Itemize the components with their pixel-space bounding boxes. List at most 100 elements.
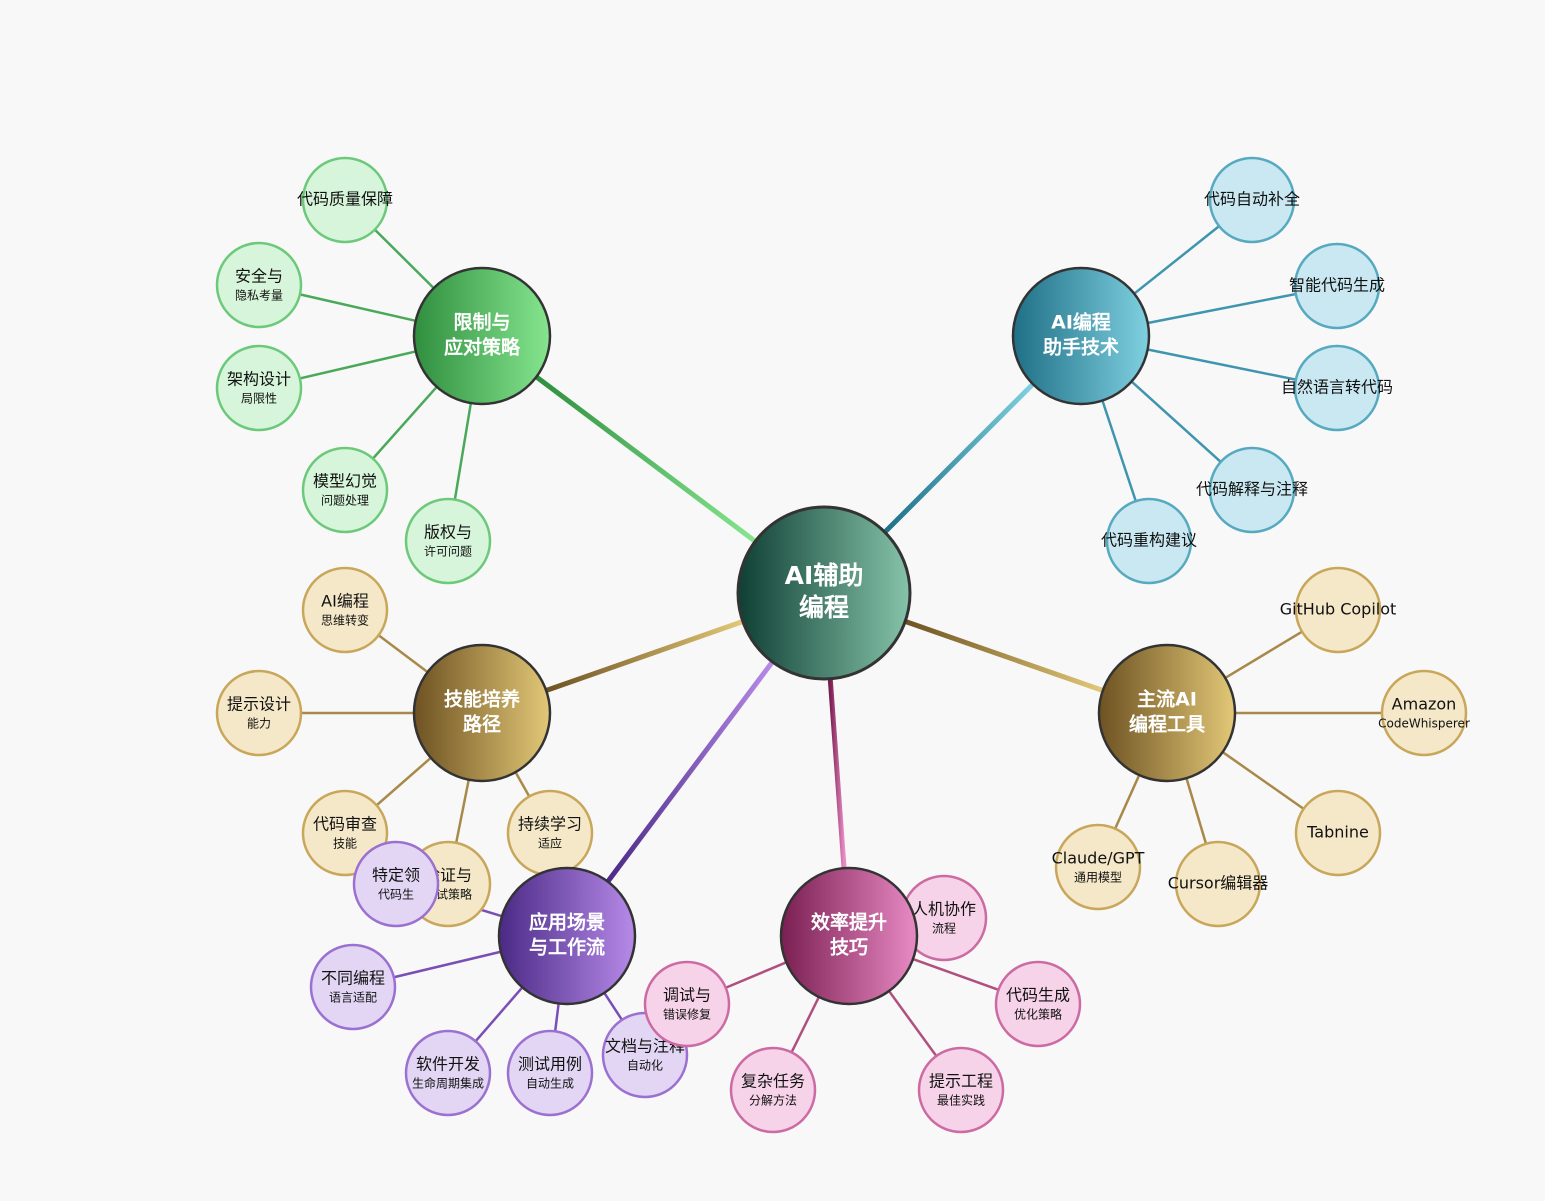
leaf-node-assistant-tech-2[interactable]: 自然语言转代码 bbox=[1281, 344, 1393, 432]
branch-circle bbox=[412, 266, 552, 406]
leaf-title: 代码生成 bbox=[1006, 986, 1070, 1005]
leaf-subtitle: CodeWhisperer bbox=[1378, 717, 1470, 731]
leaf-title: 文档与注释 bbox=[605, 1037, 685, 1056]
link-tools-leaf-2 bbox=[1221, 751, 1305, 810]
leaf-title: 智能代码生成 bbox=[1289, 276, 1385, 295]
branch-title-line-1: 限制与 bbox=[453, 311, 510, 334]
leaf-node-assistant-tech-4[interactable]: 代码重构建议 bbox=[1101, 497, 1197, 585]
branch-title-line-2: 技巧 bbox=[830, 936, 868, 959]
branch-circle bbox=[1011, 266, 1151, 406]
leaf-circle bbox=[301, 446, 389, 534]
link-assistant-tech-leaf-0 bbox=[1133, 225, 1220, 295]
leaf-circle bbox=[994, 960, 1082, 1048]
leaf-subtitle: 局限性 bbox=[241, 392, 277, 406]
leaf-node-tools-3[interactable]: Cursor编辑器 bbox=[1168, 840, 1269, 928]
leaf-title: 代码重构建议 bbox=[1101, 531, 1197, 550]
center-title-line-1: AI辅助 bbox=[785, 561, 864, 590]
leaf-subtitle: 流程 bbox=[932, 921, 956, 936]
leaf-subtitle: 自动生成 bbox=[526, 1077, 574, 1091]
leaf-circle bbox=[1380, 669, 1468, 757]
branch-title-line-1: 效率提升 bbox=[811, 911, 887, 934]
link-scenarios-leaf-2 bbox=[474, 986, 524, 1043]
branch-title-line-2: 编程工具 bbox=[1129, 713, 1205, 736]
link-scenarios-leaf-1 bbox=[393, 950, 502, 979]
link-tools-leaf-4 bbox=[1114, 774, 1141, 830]
branch-title-line-2: 与工作流 bbox=[529, 936, 605, 959]
leaf-node-assistant-tech-1[interactable]: 智能代码生成 bbox=[1289, 242, 1385, 330]
leaf-title: 测试用例 bbox=[518, 1055, 582, 1074]
leaf-circle bbox=[1054, 823, 1142, 911]
link-limits-leaf-3 bbox=[371, 385, 438, 460]
leaf-subtitle: 错误修复 bbox=[663, 1007, 711, 1022]
branch-title-line-2: 路径 bbox=[463, 713, 501, 736]
leaf-node-assistant-tech-0[interactable]: 代码自动补全 bbox=[1204, 156, 1300, 244]
link-assistant-tech-leaf-1 bbox=[1147, 292, 1297, 325]
leaf-title: 提示工程 bbox=[929, 1072, 993, 1091]
link-limits-leaf-1 bbox=[299, 293, 416, 323]
link-skills-leaf-4 bbox=[514, 771, 531, 798]
leaf-title: 版权与 bbox=[424, 523, 472, 542]
leaf-circle bbox=[917, 1046, 1005, 1134]
leaf-circle bbox=[352, 840, 440, 928]
link-assistant-tech-leaf-4 bbox=[1101, 400, 1137, 502]
leaf-circle bbox=[1208, 156, 1296, 244]
leaf-title: 自然语言转代码 bbox=[1281, 378, 1393, 397]
leaf-circle bbox=[729, 1046, 817, 1134]
leaf-node-assistant-tech-3[interactable]: 代码解释与注释 bbox=[1196, 446, 1308, 534]
link-center-limits bbox=[534, 374, 757, 544]
link-skills-leaf-0 bbox=[377, 634, 429, 674]
leaf-node-limits-0[interactable]: 代码质量保障 bbox=[297, 156, 393, 244]
leaf-title: AI编程 bbox=[321, 592, 369, 611]
leaf-node-tools-0[interactable]: GitHub Copilot bbox=[1280, 566, 1397, 654]
leaf-circle bbox=[1293, 242, 1381, 330]
leaf-circle bbox=[1294, 566, 1382, 654]
leaf-title: 人机协作 bbox=[912, 900, 976, 919]
link-center-skills bbox=[545, 619, 744, 693]
leaf-circle bbox=[309, 943, 397, 1031]
link-skills-leaf-3 bbox=[454, 779, 470, 844]
leaf-subtitle: 许可问题 bbox=[424, 545, 472, 559]
leaf-title: 复杂任务 bbox=[741, 1072, 805, 1091]
link-tools-leaf-3 bbox=[1185, 777, 1208, 845]
branch-title-line-1: 技能培养 bbox=[444, 688, 520, 711]
leaf-subtitle: 问题处理 bbox=[321, 494, 369, 508]
leaf-title: 模型幻觉 bbox=[313, 472, 377, 491]
leaf-title: 持续学习 bbox=[518, 815, 582, 834]
leaf-subtitle: 隐私考量 bbox=[235, 289, 283, 303]
leaf-circle bbox=[643, 960, 731, 1048]
leaf-circle bbox=[404, 497, 492, 585]
link-efficiency-leaf-3 bbox=[790, 996, 821, 1053]
leaf-subtitle: 优化策略 bbox=[1014, 1007, 1062, 1022]
leaf-node-tools-2[interactable]: Tabnine bbox=[1294, 789, 1382, 877]
nodes-layer: 代码质量保障安全与隐私考量架构设计局限性模型幻觉问题处理版权与许可问题限制与应对… bbox=[215, 156, 1470, 1134]
link-skills-leaf-2 bbox=[375, 756, 432, 807]
leaf-title: 提示设计 bbox=[227, 695, 291, 714]
links-layer bbox=[299, 225, 1382, 1057]
leaf-title: GitHub Copilot bbox=[1280, 600, 1397, 619]
